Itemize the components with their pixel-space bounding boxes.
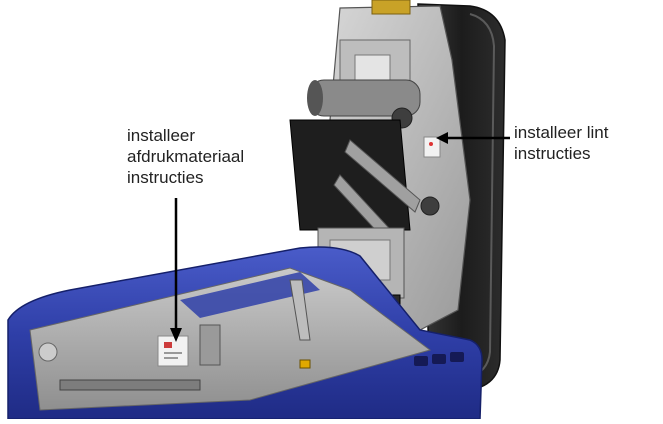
callout-install-media-instructions: installeer afdrukmateriaal instructies xyxy=(127,125,244,188)
callout-arrow-ribbon xyxy=(436,132,510,144)
ribbon-instruction-label xyxy=(423,136,441,158)
media-instruction-label xyxy=(157,335,189,367)
printer-base xyxy=(7,246,483,420)
callout-ribbon-line-1: installeer lint xyxy=(514,123,609,142)
print-mechanism xyxy=(289,0,471,331)
callout-media-line-1: installeer xyxy=(127,126,196,145)
callout-ribbon-line-2: instructies xyxy=(514,144,591,163)
callout-media-line-3: instructies xyxy=(127,168,204,187)
callout-media-line-2: afdrukmateriaal xyxy=(127,147,245,166)
callout-arrow-media xyxy=(170,198,182,342)
callout-install-ribbon-instructions: installeer lint instructies xyxy=(514,122,609,164)
